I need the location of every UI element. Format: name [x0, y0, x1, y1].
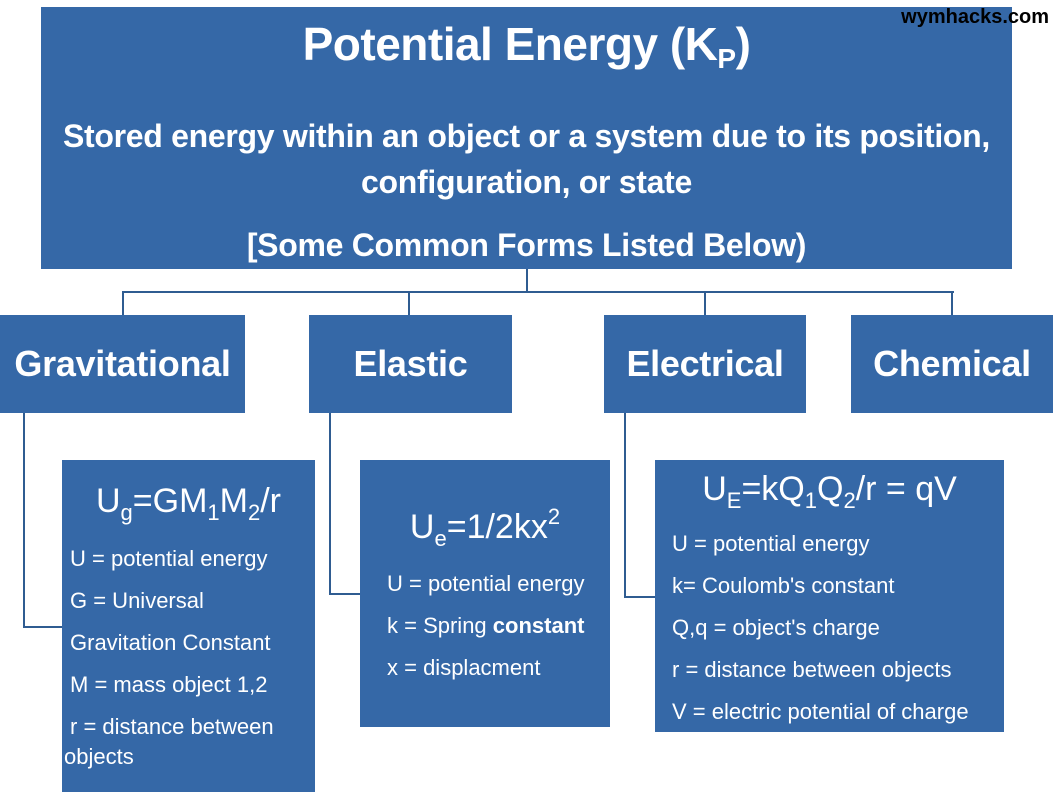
formula-sup: 2: [547, 504, 561, 529]
formula-sub: 1: [804, 488, 817, 513]
formula-part: Q: [817, 470, 844, 508]
formula-part: =kQ: [741, 470, 805, 508]
definition-item: G = Universal: [70, 588, 204, 613]
connector-line: [704, 291, 706, 315]
connector-line: [122, 291, 954, 293]
definition-item: k = Spring constant: [387, 613, 584, 639]
definition-item: M = mass object 1,2: [70, 672, 268, 697]
definition-item: objects: [64, 744, 134, 769]
definition-item: k= Coulomb's constant: [672, 573, 895, 598]
item-text: k = Spring: [387, 613, 493, 638]
electrical-formula: UE=kQ1Q2/r = qV: [655, 470, 1004, 514]
formula-part: U: [95, 482, 121, 520]
title-text: Potential Energy (K: [302, 18, 718, 70]
gravitational-detail: Ug=GM1M2/r U = potential energy G = Univ…: [62, 460, 315, 792]
definition-item: r = distance between: [70, 714, 274, 739]
forms-note: [Some Common Forms Listed Below): [246, 227, 807, 263]
formula-part: =1/2kx: [446, 508, 548, 546]
title-subscript: P: [717, 43, 736, 74]
formula-part: M: [219, 482, 248, 520]
electrical-detail: UE=kQ1Q2/r = qV U = potential energy k= …: [655, 460, 1004, 732]
watermark: wymhacks.com: [901, 6, 1049, 28]
definition-item: Gravitation Constant: [70, 630, 271, 655]
definition-item: U = potential energy: [387, 571, 585, 596]
definition-item: U = potential energy: [70, 546, 268, 571]
connector-line: [23, 626, 62, 628]
definition-item: Q,q = object's charge: [672, 615, 880, 640]
elastic-formula: Ue=1/2kx2: [360, 504, 610, 552]
connector-line: [624, 596, 655, 598]
category-electrical: Electrical: [604, 315, 806, 413]
connector-line: [329, 413, 331, 595]
formula-sub: E: [726, 488, 742, 513]
header-box: Potential Energy (KP) Stored energy with…: [41, 7, 1012, 269]
definition-item: U = potential energy: [672, 531, 870, 556]
formula-sub: e: [434, 526, 447, 551]
definition-item: V = electric potential of charge: [672, 699, 969, 724]
formula-sub: 2: [843, 488, 856, 513]
connector-line: [23, 413, 25, 628]
formula-sub: 2: [247, 500, 261, 525]
formula-part: U: [702, 470, 727, 508]
definition-item: r = distance between objects: [672, 657, 952, 682]
category-gravitational: Gravitational: [0, 315, 245, 413]
connector-line: [951, 291, 953, 315]
item-bold-text: constant: [492, 613, 585, 638]
formula-part: U: [409, 508, 435, 546]
elastic-detail: Ue=1/2kx2 U = potential energy k = Sprin…: [360, 460, 610, 727]
connector-line: [329, 593, 360, 595]
formula-sub: g: [120, 500, 133, 525]
connector-line: [624, 413, 626, 598]
title-end: ): [735, 18, 751, 70]
formula-part: =GM: [132, 482, 208, 520]
formula-part: /r = qV: [855, 470, 957, 508]
formula-sub: 1: [207, 500, 220, 525]
connector-line: [526, 269, 528, 293]
connector-line: [122, 291, 124, 315]
gravitational-formula: Ug=GM1M2/r: [62, 482, 315, 526]
formula-part: /r: [260, 482, 282, 520]
page-title: Potential Energy (KP): [41, 17, 1012, 75]
definition-text: Stored energy within an object or a syst…: [62, 118, 991, 200]
category-chemical: Chemical: [851, 315, 1053, 413]
connector-line: [408, 291, 410, 315]
category-elastic: Elastic: [309, 315, 512, 413]
definition-item: x = displacment: [387, 655, 541, 680]
